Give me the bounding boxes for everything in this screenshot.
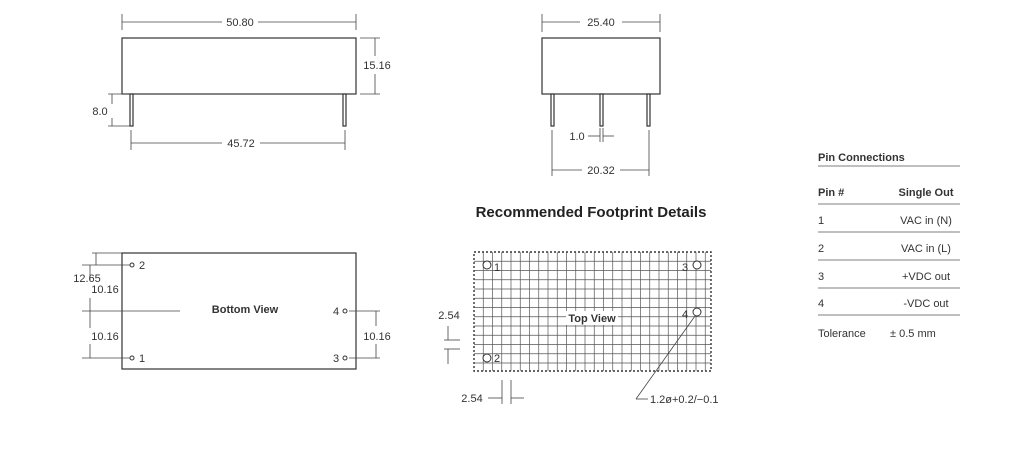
pin-signal: VAC in (N): [900, 215, 952, 227]
side-height-dimension: 15.16: [363, 60, 391, 72]
end-pin-middle: [599, 93, 604, 127]
pin-number: 3: [818, 271, 824, 283]
pin-table-header-signal: Single Out: [899, 187, 954, 199]
bottom-pin-2-label: 2: [139, 260, 145, 272]
pin-table-title: Pin Connections: [818, 152, 905, 164]
side-pin-right: [342, 93, 347, 127]
footprint-heading: Recommended Footprint Details: [476, 204, 707, 221]
bottom-left-upper-dimension: 10.16: [91, 284, 119, 296]
pin-number: 2: [818, 243, 824, 255]
tolerance-label: Tolerance: [818, 328, 866, 340]
footprint-vertical-pitch: 2.54: [438, 310, 459, 322]
end-pin-span-dimension: 20.32: [587, 165, 615, 177]
bottom-pin-3-marker: [342, 355, 348, 361]
end-view: 25.40 1.0 20.32: [541, 14, 661, 177]
pin-signal: +VDC out: [902, 271, 950, 283]
pin-number: 1: [818, 215, 824, 227]
module-body-end: [541, 37, 661, 95]
side-pin-length-dimension: 8.0: [92, 106, 107, 118]
footprint-hole-1: [482, 260, 492, 270]
pin-number: 4: [818, 298, 824, 310]
footprint-hole-3: [692, 260, 702, 270]
pin-connections-table: Pin Connections Pin # Single Out 1 VAC i…: [818, 152, 960, 340]
table-row: 4 -VDC out: [818, 298, 949, 310]
bottom-pin-1-marker: [129, 355, 135, 361]
bottom-pin-2-marker: [129, 262, 135, 268]
footprint-pin-1-label: 1: [494, 262, 500, 274]
pin-signal: VAC in (L): [901, 243, 951, 255]
bottom-pin-4-label: 4: [333, 306, 339, 318]
module-body-side: [121, 37, 357, 95]
footprint-outline: [473, 251, 712, 372]
footprint-horizontal-pitch: 2.54: [461, 393, 482, 405]
footprint-section: Recommended Footprint Details Top View 1…: [438, 204, 718, 406]
footprint-hole-spec: 1.2ø+0.2/−0.1: [650, 394, 719, 406]
bottom-pin-1-label: 1: [139, 353, 145, 365]
footprint-grid: [473, 251, 712, 372]
bottom-pin-3-label: 3: [333, 353, 339, 365]
pin-signal: -VDC out: [903, 298, 948, 310]
bottom-right-dimension: 10.16: [363, 331, 391, 343]
footprint-view-label: Top View: [568, 313, 616, 325]
bottom-pin2-offset-dimension: 12.65: [73, 273, 101, 285]
bottom-view-label: Bottom View: [212, 304, 279, 316]
bottom-view: Bottom View 2 1 4 3 12.65 10.16 10.16 10…: [73, 252, 391, 370]
side-view: 50.80 15.16 8.0 45.72: [92, 14, 391, 150]
end-width-dimension: 25.40: [587, 17, 615, 29]
footprint-pin-2-label: 2: [494, 353, 500, 365]
bottom-pin-4-marker: [342, 308, 348, 314]
view-label-backdrop: [566, 311, 618, 325]
table-row: 2 VAC in (L): [818, 243, 951, 255]
table-row: 3 +VDC out: [818, 271, 950, 283]
end-pin-right: [646, 93, 651, 127]
footprint-pin-3-label: 3: [682, 262, 688, 274]
side-pin-pitch-dimension: 45.72: [227, 138, 255, 150]
pin-table-header-pin: Pin #: [818, 187, 844, 199]
bottom-left-lower-dimension: 10.16: [91, 331, 119, 343]
footprint-pin-4-label: 4: [682, 309, 688, 321]
end-pin-gap-dimension: 1.0: [569, 131, 584, 143]
footprint-hole-2: [482, 353, 492, 363]
side-pin-left: [129, 93, 134, 127]
footprint-hole-4: [692, 307, 702, 317]
end-pin-left: [550, 93, 555, 127]
tolerance-value: ± 0.5 mm: [890, 328, 936, 340]
side-length-dimension: 50.80: [226, 17, 254, 29]
table-row: 1 VAC in (N): [818, 215, 952, 227]
